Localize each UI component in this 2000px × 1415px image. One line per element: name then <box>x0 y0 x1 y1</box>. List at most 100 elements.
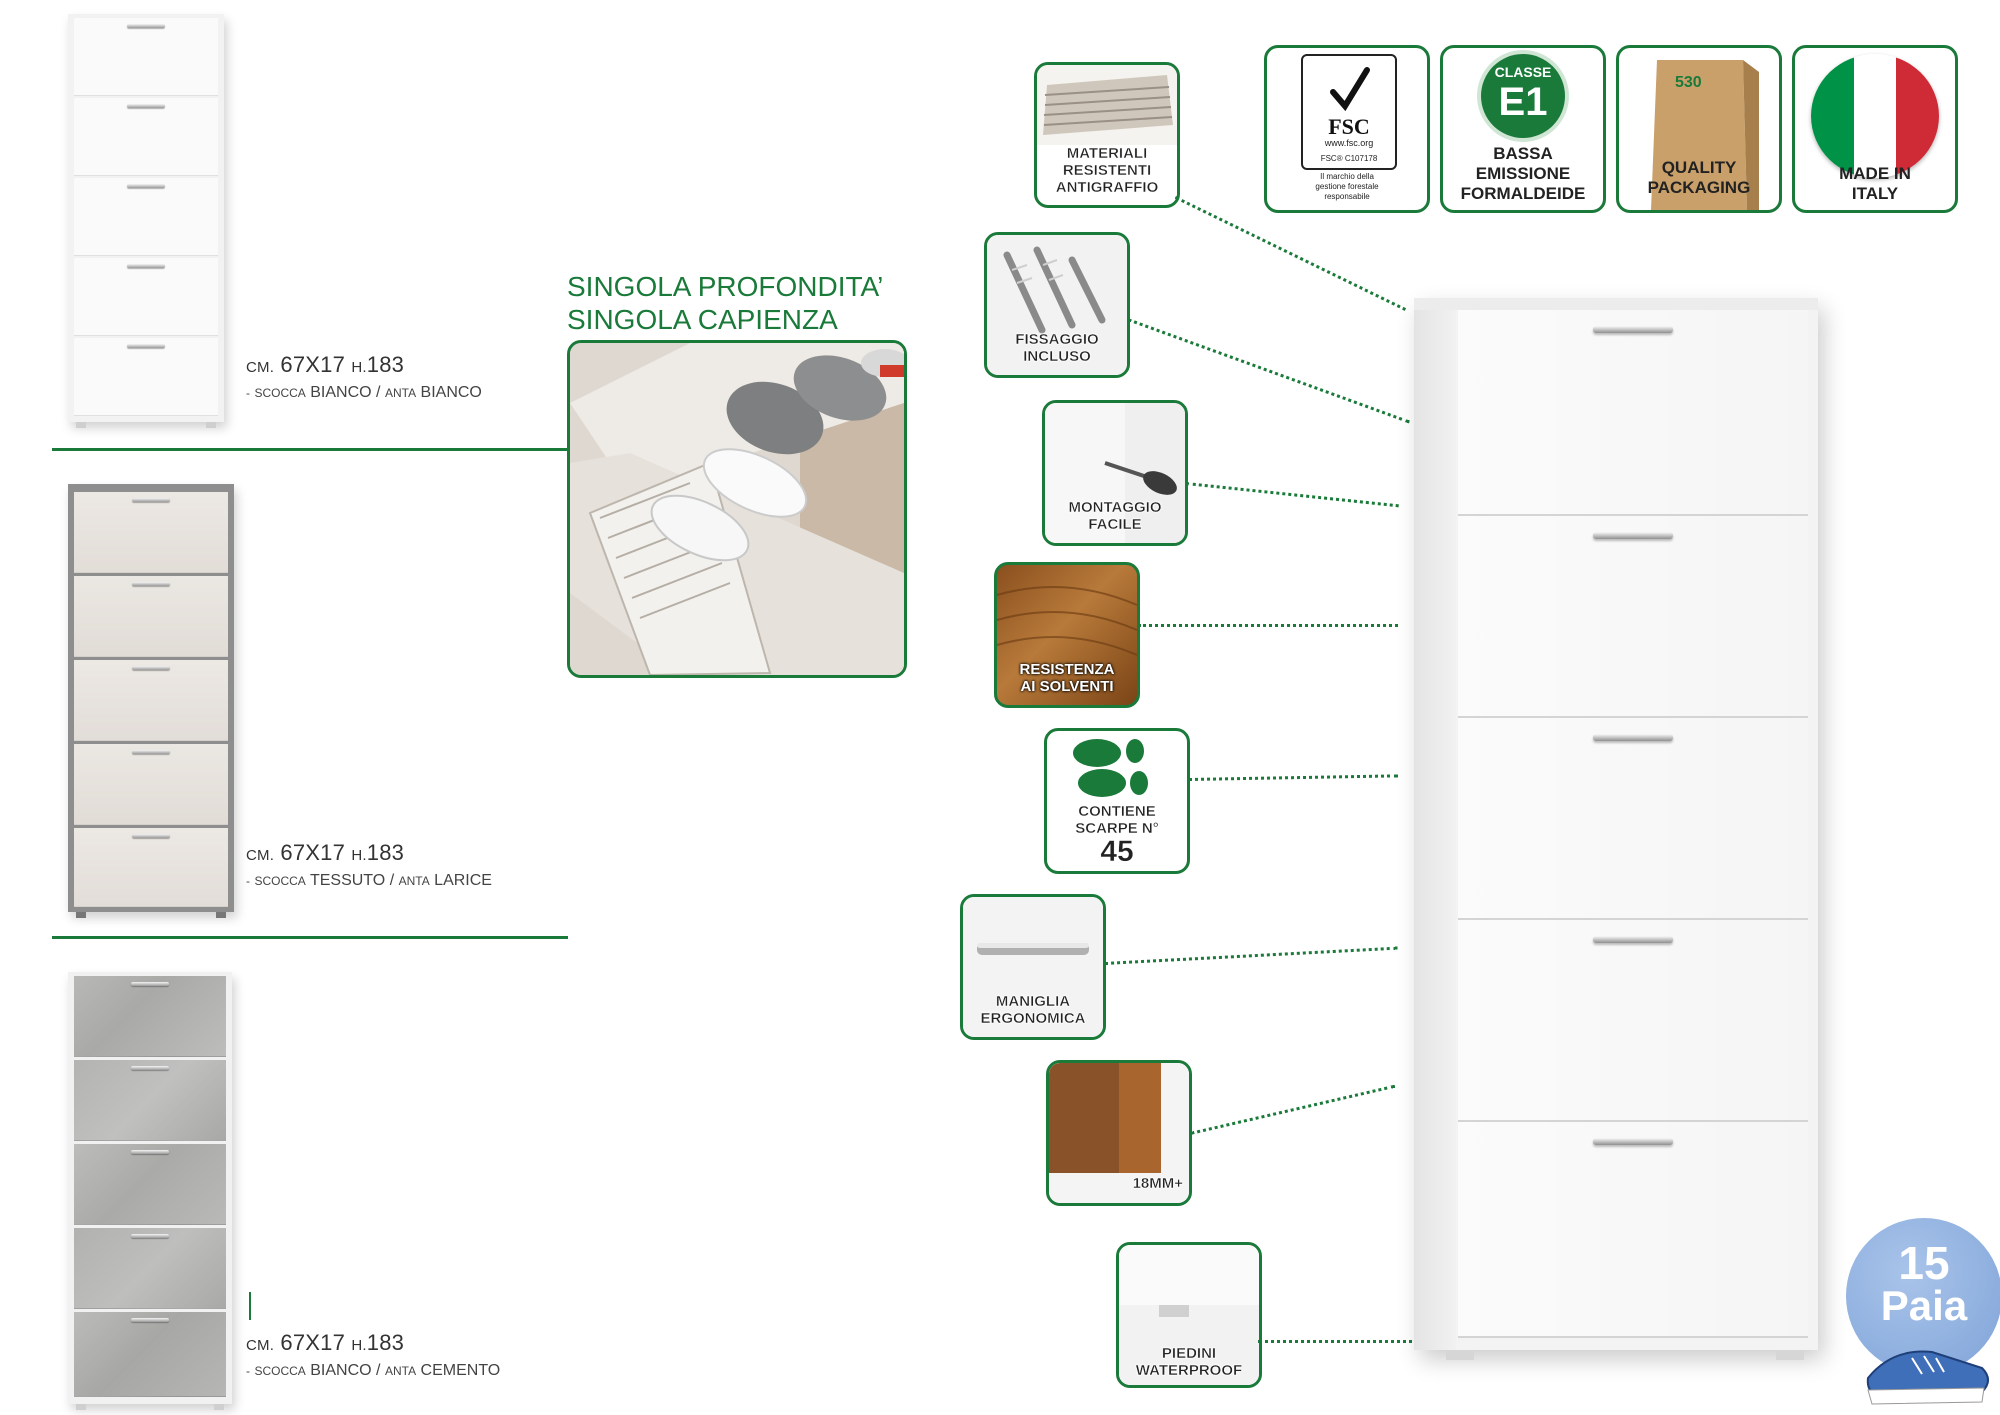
door-handle <box>131 1234 169 1238</box>
capacity-word: Paia <box>1880 1282 1968 1329</box>
cabinet-door <box>1458 1122 1808 1338</box>
door-handle <box>132 666 170 670</box>
cabinet-door <box>74 1228 226 1309</box>
cert-fsc: FSC www.fsc.org FSC® C107178 Il marchio … <box>1264 45 1430 213</box>
leader-line <box>1174 196 1407 311</box>
leader-line <box>1188 774 1399 781</box>
door-handle <box>1593 326 1673 333</box>
text-cursor-mark <box>249 1292 251 1320</box>
box-code: 530 <box>1675 74 1702 91</box>
door-handle <box>131 1066 169 1070</box>
cabinet-foot <box>76 422 86 428</box>
cabinet-door <box>74 976 226 1057</box>
cabinet-variant-larice <box>68 484 234 918</box>
cabinet-door <box>74 1060 226 1141</box>
cabinet-foot <box>214 1404 224 1410</box>
door-handle <box>132 582 170 586</box>
divider-line <box>52 448 572 451</box>
handle-icon <box>963 897 1103 1037</box>
sneakers-icon <box>1866 1350 1989 1405</box>
product-finish-2: - SCOCCA TESSUTO / ANTA LARICE <box>246 872 492 889</box>
leader-line <box>1190 1084 1396 1135</box>
cabinet-door <box>1458 920 1808 1122</box>
leader-line <box>1138 624 1398 627</box>
e1-seal: CLASSE E1 <box>1481 54 1565 138</box>
product-finish-1: - SCOCCA BIANCO / ANTA BIANCO <box>246 384 482 401</box>
fsc-code: FSC® C107178 <box>1320 154 1378 163</box>
cabinet-door <box>1458 718 1808 920</box>
cabinet-door <box>74 576 228 657</box>
cabinet-foot <box>76 1404 86 1410</box>
wood-grain-icon <box>997 586 1137 656</box>
door-handle <box>127 344 165 348</box>
door-handle <box>127 264 165 268</box>
cabinet-top <box>1414 298 1818 310</box>
cabinet-door <box>74 1144 226 1225</box>
headline-line-2: SINGOLA CAPIENZA <box>567 304 838 335</box>
shoe-count: 45 <box>1100 835 1134 868</box>
cabinet-side <box>1414 310 1456 1350</box>
main-shoe-cabinet <box>1414 298 1818 1360</box>
cardboard-box-icon <box>1651 60 1759 210</box>
door-handle <box>127 104 165 108</box>
door-handle <box>132 834 170 838</box>
cabinet-foot <box>1776 1350 1804 1360</box>
badge-label: 18MM+ <box>1132 1175 1183 1192</box>
product-dimensions-1: CM. 67X17 H.183 <box>246 352 405 377</box>
cabinet-door <box>74 258 218 336</box>
door-handle <box>127 184 165 188</box>
italy-flag-icon <box>1811 54 1939 178</box>
panel-thickness-icon <box>1049 1063 1189 1203</box>
door-handle <box>127 24 165 28</box>
door-handle <box>132 750 170 754</box>
cabinet-variant-cemento <box>68 972 232 1410</box>
e1-grade: E1 <box>1498 80 1548 124</box>
shoe-drawer-illustration <box>570 343 904 675</box>
door-handle <box>132 498 170 502</box>
cabinet-door <box>1458 310 1808 516</box>
footprints-icon <box>1073 739 1148 797</box>
badge-spessore-18mm: 18MM+ <box>1046 1060 1192 1206</box>
cabinet-foot <box>206 422 216 428</box>
door-handle <box>131 982 169 986</box>
screws-icon <box>987 235 1127 375</box>
cabinet-door <box>74 1312 226 1397</box>
cabinet-foot <box>76 912 86 918</box>
leader-line <box>1104 946 1398 965</box>
headline-line-1: SINGOLA PROFONDITA’ <box>567 271 884 302</box>
capacity-badge: 15 Paia <box>1846 1218 2000 1374</box>
capacity-number: 15 <box>1898 1237 1950 1289</box>
leader-line <box>1258 1340 1412 1343</box>
product-dimensions-3: CM. 67X17 H.183 <box>246 1330 405 1355</box>
door-handle <box>131 1318 169 1322</box>
cabinet-feet-icon <box>1119 1245 1259 1385</box>
cabinet-door <box>74 828 228 907</box>
cabinet-door <box>74 492 228 573</box>
cabinet-door <box>74 178 218 256</box>
cabinet-door <box>1458 516 1808 718</box>
leader-line <box>1185 482 1399 508</box>
cabinet-door <box>74 98 218 176</box>
screwdriver-icon <box>1045 403 1185 543</box>
door-handle <box>1593 734 1673 741</box>
headline: SINGOLA PROFONDITA’ SINGOLA CAPIENZA <box>567 270 883 336</box>
e1-classe: CLASSE <box>1494 64 1552 80</box>
